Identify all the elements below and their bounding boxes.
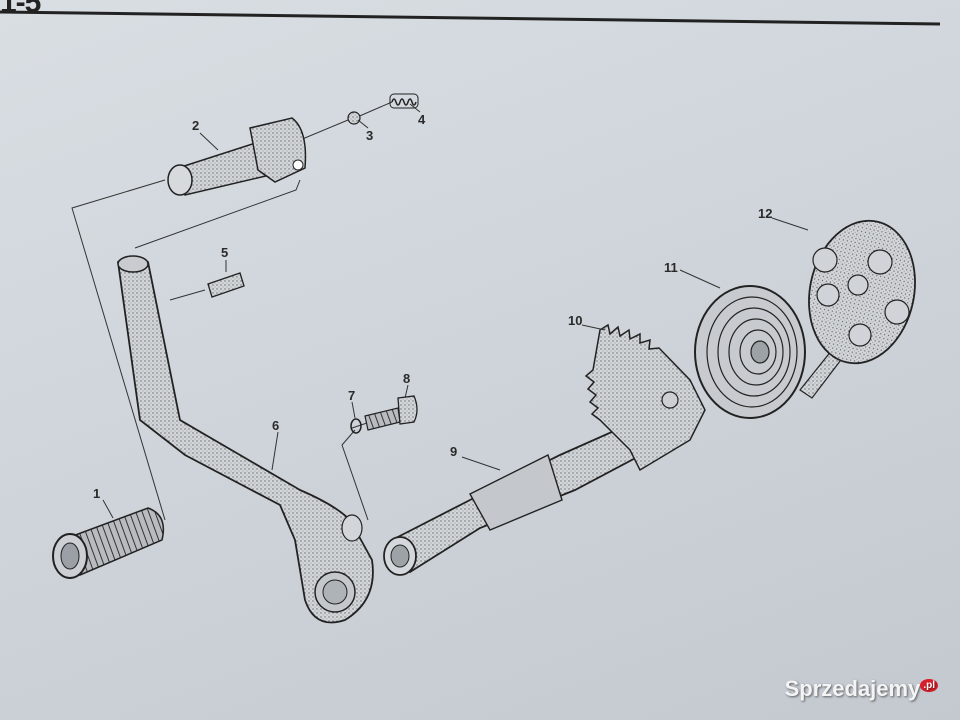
callout-7: 7 (348, 388, 355, 403)
callout-8: 8 (403, 371, 410, 386)
callout-9: 9 (450, 444, 457, 459)
part-6-kick-lever (117, 255, 374, 624)
part-5-pin (207, 272, 245, 298)
callout-4: 4 (418, 112, 426, 127)
callout-11: 11 (664, 260, 678, 275)
callout-5: 5 (221, 245, 228, 260)
part-8-bolt (364, 395, 418, 431)
page-number: 1-5 (0, 0, 41, 19)
callouts (102, 103, 809, 519)
callout-12: 12 (758, 206, 772, 221)
part-7-washer (350, 418, 362, 434)
part-1-footrest-rubber (52, 507, 165, 579)
callout-3: 3 (366, 128, 373, 143)
header-rule (0, 10, 941, 26)
watermark-logo: Sprzedajemy.pl (785, 676, 938, 702)
part-4-spring (389, 93, 419, 109)
callout-6: 6 (272, 418, 279, 433)
callout-2: 2 (192, 118, 199, 133)
callout-labels: 1 2 3 4 5 6 7 8 9 10 11 12 (93, 112, 772, 501)
callout-10: 10 (568, 313, 582, 328)
part-12-spring-plate (808, 219, 916, 365)
watermark-text: Sprzedajemy (784, 676, 921, 701)
part-10-ratchet-segment (584, 323, 706, 472)
part-9-kickstart-shaft (383, 413, 664, 576)
callout-1: 1 (93, 486, 100, 501)
part-2-pedal-head (167, 117, 307, 196)
watermark-suffix: .pl (920, 678, 938, 692)
part-3-ball (347, 111, 361, 125)
